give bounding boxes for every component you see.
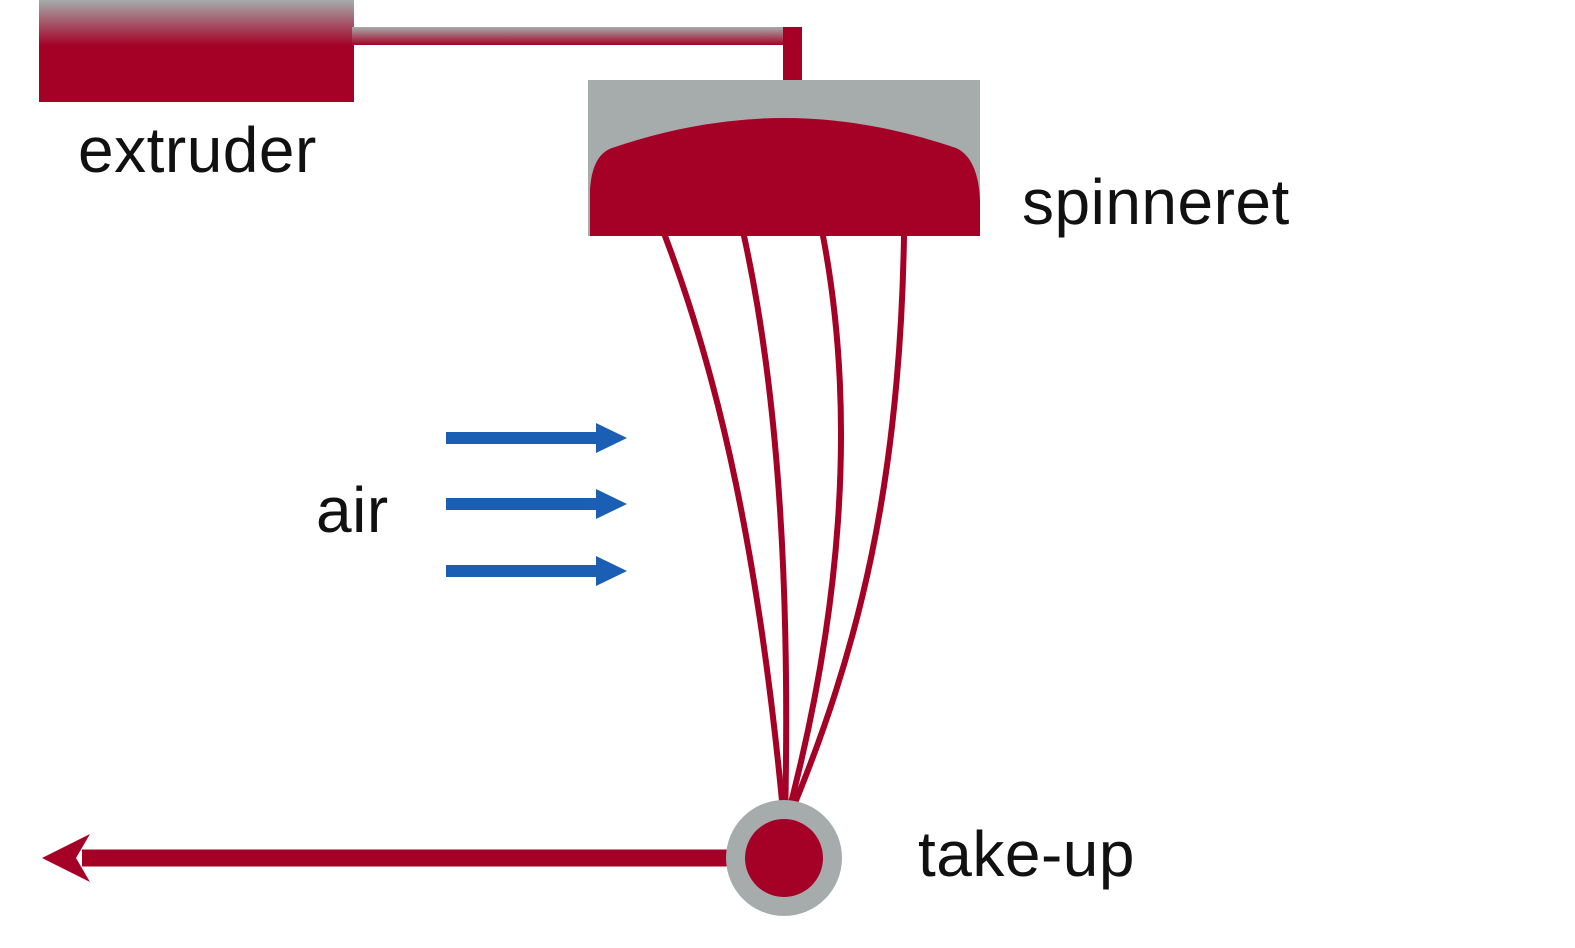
air-arrow-3 [446,556,627,586]
spinneret-body [590,118,980,236]
spinneret-label: spinneret [1022,166,1290,238]
air-arrow-1 [446,423,627,453]
filament-2 [741,233,790,825]
filaments [662,233,907,825]
output-arrow [42,834,785,882]
filament-3 [783,233,844,825]
filament-4 [784,233,907,825]
takeup-roll [726,800,842,916]
extruder-block [39,0,354,102]
air-label: air [316,474,389,546]
filament-1 [662,233,787,825]
extruder-label: extruder [78,114,317,186]
takeup-label: take-up [918,818,1135,890]
air-arrow-2 [446,489,627,519]
air-arrows [446,423,627,586]
